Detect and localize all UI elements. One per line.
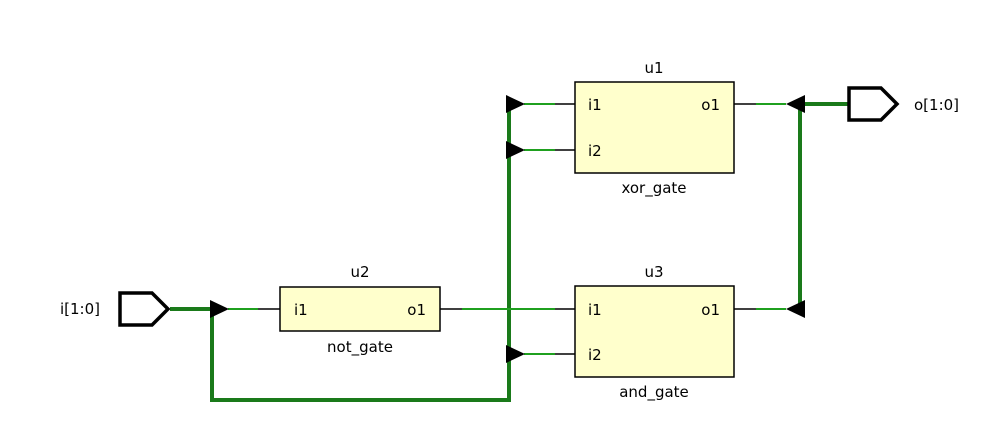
cell-u2-body[interactable]	[279, 286, 441, 332]
bus-rippers	[210, 95, 805, 363]
cell-u3-body[interactable]	[574, 285, 735, 378]
cell-u1-pin-i1: i1	[588, 96, 602, 114]
cell-u3-pin-i2: i2	[588, 346, 602, 364]
input-port[interactable]: i[1:0]	[60, 291, 171, 327]
ripper-u1-out[interactable]	[786, 95, 805, 113]
ripper-u3-i2[interactable]	[506, 345, 525, 363]
cell-u3[interactable]: u3 i1 i2 o1 and_gate	[574, 263, 735, 402]
cell-u1-instance-name: u1	[644, 59, 663, 77]
ripper-u2-in[interactable]	[210, 300, 229, 318]
output-port-label: o[1:0]	[914, 96, 959, 114]
cell-u3-instance-name: u3	[644, 263, 663, 281]
cell-u1-type-name: xor_gate	[621, 179, 686, 198]
cell-u2[interactable]: u2 i1 o1 not_gate	[279, 263, 441, 357]
cell-u3-type-name: and_gate	[619, 383, 689, 402]
pin-stubs	[258, 103, 756, 355]
cell-u2-pin-i1: i1	[294, 301, 308, 319]
ripper-u1-i2[interactable]	[506, 141, 525, 159]
cell-u1-body[interactable]	[574, 81, 735, 174]
cell-u1-pin-o1: o1	[701, 96, 720, 114]
output-bus-net[interactable]	[798, 102, 848, 309]
cell-u3-pin-i1: i1	[588, 301, 602, 319]
cell-u2-type-name: not_gate	[327, 338, 393, 357]
output-port[interactable]: o[1:0]	[847, 86, 959, 122]
ripper-u1-i1[interactable]	[506, 95, 525, 113]
cell-u1[interactable]: u1 i1 i2 o1 xor_gate	[574, 59, 735, 198]
input-bus-net[interactable]	[170, 104, 511, 402]
input-port-label: i[1:0]	[60, 300, 100, 318]
bit-nets	[228, 103, 786, 355]
cell-u2-instance-name: u2	[350, 263, 369, 281]
output-port-symbol[interactable]	[847, 86, 900, 122]
input-port-symbol[interactable]	[118, 291, 171, 327]
cell-u3-pin-o1: o1	[701, 301, 720, 319]
ripper-u3-out[interactable]	[786, 300, 805, 318]
cell-u1-pin-i2: i2	[588, 142, 602, 160]
cell-u2-pin-o1: o1	[407, 301, 426, 319]
